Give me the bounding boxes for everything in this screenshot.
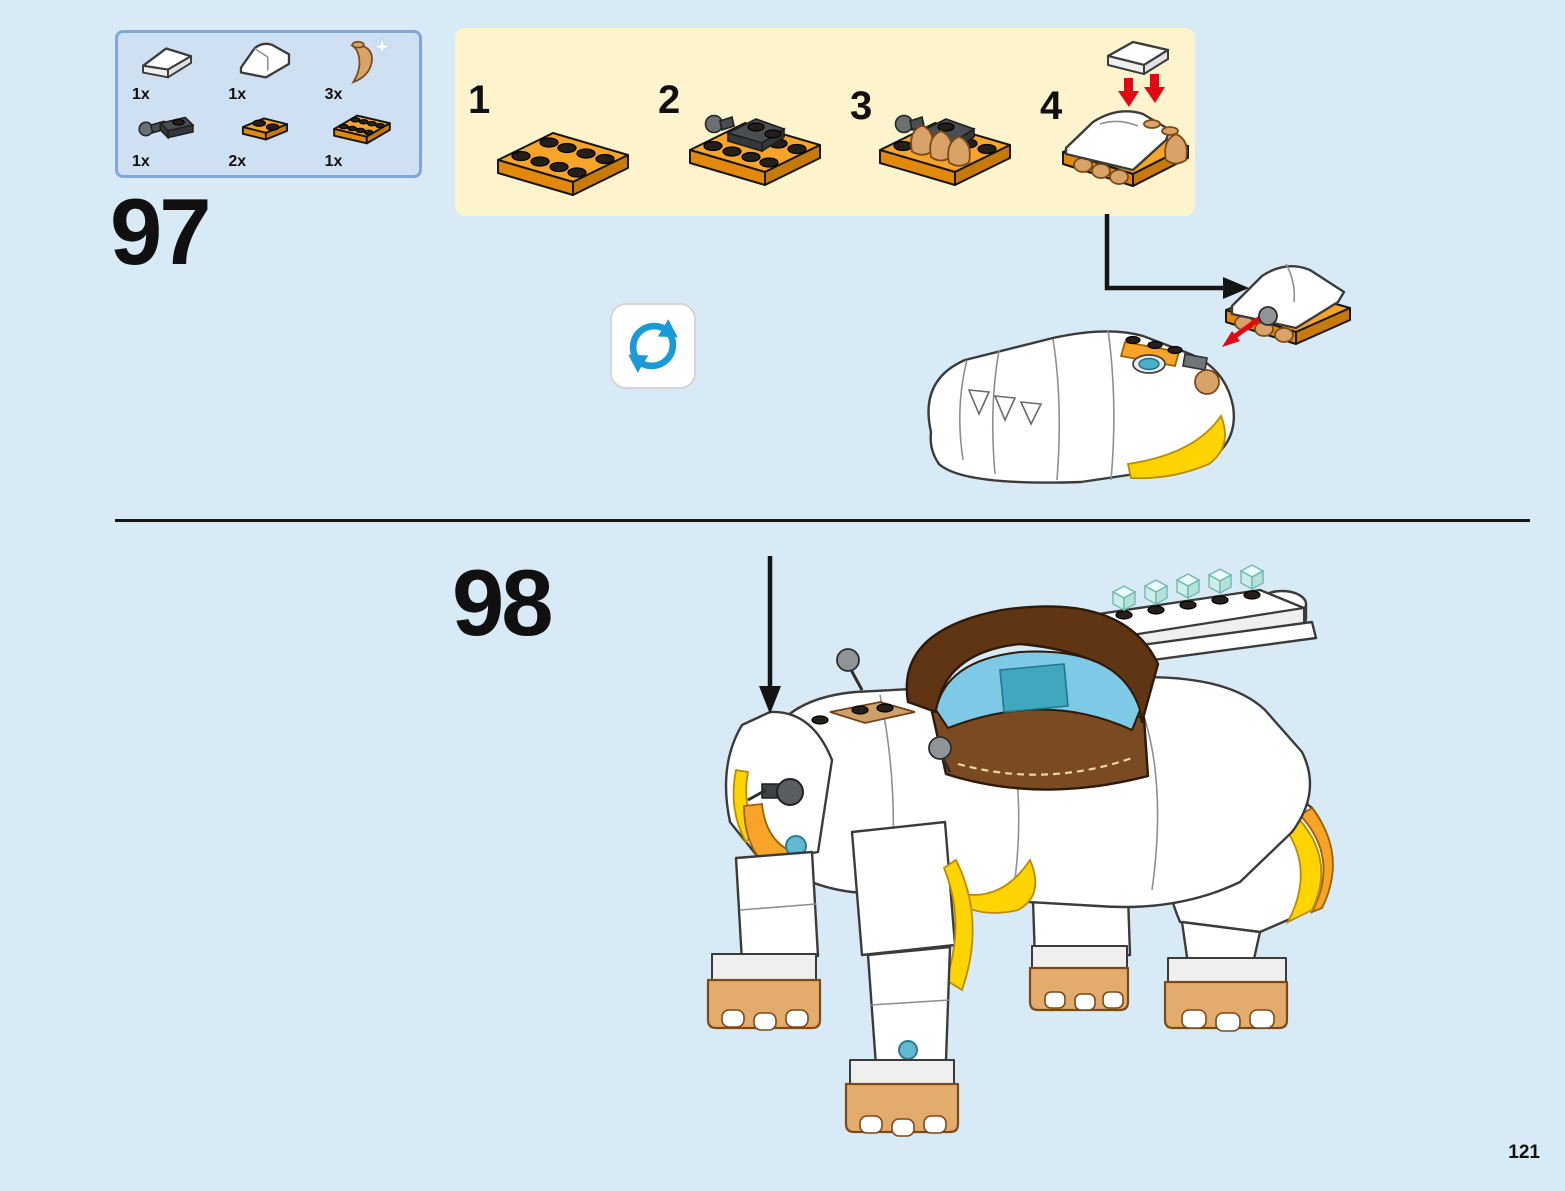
step-97-number: 97 (110, 179, 212, 284)
substep-1-illustration (497, 132, 629, 196)
red-placement-arrows (1118, 74, 1165, 107)
part-qty-label: 2x (228, 153, 247, 171)
substep-4-assembly (1062, 110, 1189, 187)
parts-callout-box: 1x 1x 3x 1x (115, 30, 422, 178)
build-98-illustration (706, 564, 1334, 1137)
part-white-slope-small: 1x (124, 37, 220, 104)
substep-4-number: 4 (1040, 84, 1063, 128)
substep-4-illustration (1062, 40, 1189, 187)
front-left-leg (706, 850, 822, 1031)
ball-joint (776, 778, 804, 806)
tan-horn-icon (349, 37, 392, 85)
rotate-arrows-icon (628, 319, 678, 373)
part-orange-plate-small: 2x (220, 104, 316, 171)
build-97-illustration (927, 329, 1236, 484)
part-towball-plate: 1x (124, 104, 220, 171)
orange-plate-2x4-icon (332, 114, 391, 145)
white-slope-small-icon (141, 47, 193, 79)
tan-round-foot (1194, 369, 1220, 395)
towball (1258, 306, 1278, 326)
substep-2-illustration (689, 114, 821, 186)
saddle (905, 605, 1160, 791)
neck-attachment-plates (811, 701, 916, 725)
part-qty-label: 3x (324, 86, 343, 104)
substep-1-number: 1 (468, 78, 491, 122)
substep-3-number: 3 (850, 84, 873, 128)
crystal-row (1111, 564, 1265, 612)
down-arrow-98 (759, 556, 781, 714)
page-number: 121 (1508, 1142, 1540, 1163)
part-qty-label: 1x (132, 86, 150, 104)
part-qty-label: 1x (324, 153, 343, 171)
rotate-icon (610, 303, 696, 389)
towball-antennas (836, 648, 952, 773)
part-tan-horn: 3x (317, 37, 413, 104)
part-qty-label: 1x (132, 153, 150, 171)
white-slope-large-icon (240, 43, 291, 79)
part-orange-plate-2x4: 1x (317, 104, 413, 171)
substep-2-number: 2 (658, 78, 681, 122)
yellow-belly-piece (1126, 414, 1226, 480)
towball-plate-icon (138, 117, 195, 140)
part-qty-label: 1x (228, 86, 247, 104)
orange-plate-small-icon (242, 117, 289, 141)
step-98-number: 98 (452, 550, 554, 655)
part-white-slope-large: 1x (220, 37, 316, 104)
red-guide-arrow (1222, 315, 1262, 347)
substep-3-illustration (879, 114, 1011, 186)
connector-arrow-97 (1104, 214, 1249, 299)
divider-line (115, 519, 1530, 522)
subassembly-97-illustration (1222, 263, 1351, 347)
floating-white-slope (1106, 40, 1170, 75)
front-right-leg (844, 820, 974, 1137)
front-left-shoulder (724, 710, 834, 880)
